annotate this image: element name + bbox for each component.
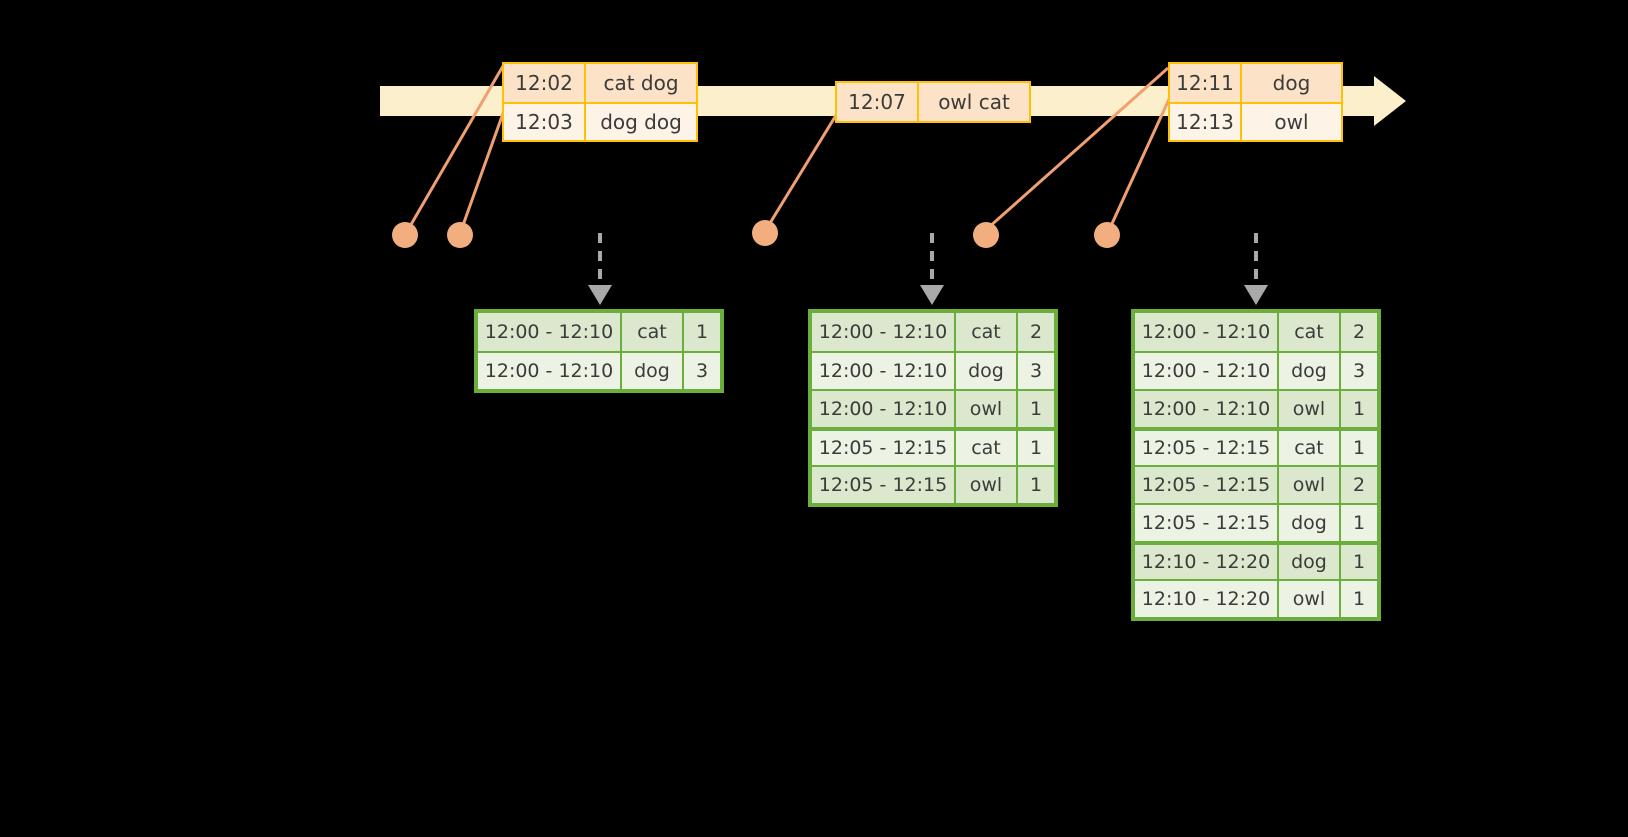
count-cell: 1 bbox=[1341, 391, 1377, 427]
trigger-dot-2 bbox=[447, 222, 473, 248]
window-cell: 12:00 - 12:10 bbox=[478, 313, 622, 351]
window-cell: 12:00 - 12:10 bbox=[1135, 313, 1279, 351]
event-time: 12:03 bbox=[504, 104, 586, 140]
window-cell: 12:00 - 12:10 bbox=[812, 313, 956, 351]
key-cell: cat bbox=[622, 313, 684, 351]
event-time: 12:02 bbox=[504, 64, 586, 102]
key-cell: dog bbox=[1279, 353, 1341, 389]
key-cell: owl bbox=[956, 391, 1018, 427]
count-cell: 2 bbox=[1018, 313, 1054, 351]
event-box-2[interactable]: 12:07 owl cat bbox=[835, 81, 1031, 123]
count-cell: 1 bbox=[1341, 505, 1377, 541]
key-cell: owl bbox=[1279, 467, 1341, 503]
key-cell: owl bbox=[1279, 581, 1341, 617]
event-row: 12:13 owl bbox=[1170, 102, 1341, 140]
count-cell: 1 bbox=[1341, 581, 1377, 617]
connector-line-b1 bbox=[765, 111, 840, 229]
event-row: 12:02 cat dog bbox=[504, 64, 696, 102]
trigger-dot-1 bbox=[392, 222, 418, 248]
window-cell: 12:00 - 12:10 bbox=[812, 353, 956, 389]
window-cell: 12:05 - 12:15 bbox=[812, 431, 956, 465]
window-cell: 12:05 - 12:15 bbox=[812, 467, 956, 503]
connector-line-c2 bbox=[1108, 96, 1172, 229]
key-cell: dog bbox=[1279, 505, 1341, 541]
key-cell: cat bbox=[1279, 431, 1341, 465]
dashed-arrow-1 bbox=[588, 233, 612, 305]
key-cell: dog bbox=[622, 353, 684, 389]
count-cell: 3 bbox=[1018, 353, 1054, 389]
key-cell: cat bbox=[956, 313, 1018, 351]
event-time: 12:07 bbox=[837, 83, 919, 121]
count-cell: 2 bbox=[1341, 313, 1377, 351]
event-row: 12:11 dog bbox=[1170, 64, 1341, 102]
count-cell: 1 bbox=[1018, 391, 1054, 427]
event-box-3[interactable]: 12:11 dog 12:13 owl bbox=[1168, 62, 1343, 142]
event-box-1[interactable]: 12:02 cat dog 12:03 dog dog bbox=[502, 62, 698, 142]
dashed-arrow-3 bbox=[1244, 233, 1268, 305]
event-time: 12:13 bbox=[1170, 104, 1242, 140]
window-cell: 12:10 - 12:20 bbox=[1135, 545, 1279, 579]
window-cell: 12:00 - 12:10 bbox=[1135, 353, 1279, 389]
event-value: owl cat bbox=[919, 83, 1029, 121]
window-cell: 12:00 - 12:10 bbox=[812, 391, 956, 427]
event-row: 12:03 dog dog bbox=[504, 102, 696, 140]
event-row: 12:07 owl cat bbox=[837, 83, 1029, 121]
count-cell: 3 bbox=[1341, 353, 1377, 389]
window-cell: 12:05 - 12:15 bbox=[1135, 431, 1279, 465]
key-cell: dog bbox=[1279, 545, 1341, 579]
count-cell: 1 bbox=[1018, 467, 1054, 503]
key-cell: owl bbox=[1279, 391, 1341, 427]
count-cell: 3 bbox=[684, 353, 720, 389]
count-cell: 1 bbox=[1018, 431, 1054, 465]
key-cell: cat bbox=[1279, 313, 1341, 351]
trigger-dot-4 bbox=[973, 222, 999, 248]
event-value: owl bbox=[1242, 104, 1341, 140]
count-cell: 1 bbox=[1341, 431, 1377, 465]
event-value: cat dog bbox=[586, 64, 696, 102]
trigger-dot-3 bbox=[752, 220, 778, 246]
event-value: dog dog bbox=[586, 104, 696, 140]
event-time: 12:11 bbox=[1170, 64, 1242, 102]
window-cell: 12:00 - 12:10 bbox=[1135, 391, 1279, 427]
window-cell: 12:10 - 12:20 bbox=[1135, 581, 1279, 617]
count-cell: 1 bbox=[1341, 545, 1377, 579]
event-value: dog bbox=[1242, 64, 1341, 102]
count-cell: 1 bbox=[684, 313, 720, 351]
trigger-dot-5 bbox=[1094, 222, 1120, 248]
key-cell: owl bbox=[956, 467, 1018, 503]
window-cell: 12:05 - 12:15 bbox=[1135, 505, 1279, 541]
count-cell: 2 bbox=[1341, 467, 1377, 503]
dashed-arrow-2 bbox=[920, 233, 944, 305]
timeline-arrowhead-icon bbox=[1374, 76, 1406, 126]
key-cell: dog bbox=[956, 353, 1018, 389]
window-cell: 12:00 - 12:10 bbox=[478, 353, 622, 389]
window-cell: 12:05 - 12:15 bbox=[1135, 467, 1279, 503]
key-cell: cat bbox=[956, 431, 1018, 465]
